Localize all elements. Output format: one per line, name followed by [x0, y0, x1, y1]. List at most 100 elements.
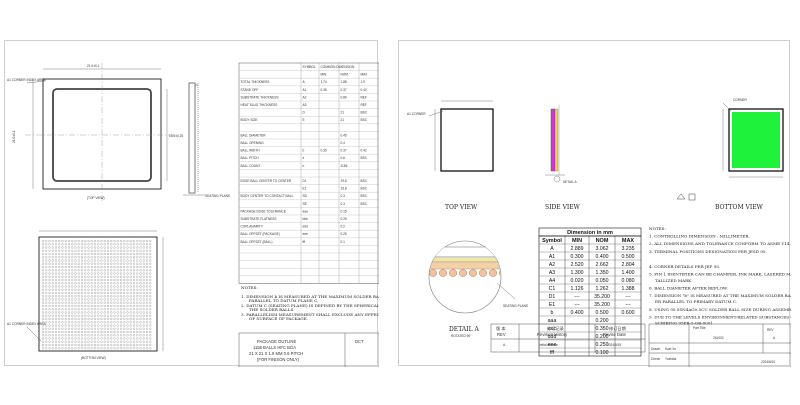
spec-cell: eee: [303, 232, 309, 236]
dim-top-text: 21.0±0.1: [87, 64, 100, 68]
dim-table-cell: 0.050: [596, 278, 609, 284]
dim-table-cell: fff: [550, 350, 555, 356]
bottom-view: CORNER BOTTOM VIEW: [676, 98, 784, 211]
dim-table-cell: b: [551, 310, 554, 316]
a1-corner-top-callout: A1 CORNER INDEX AREA: [7, 78, 46, 82]
hist-value: Initial release: [539, 343, 558, 347]
package-top-view: 21.0±0.1 15.5±0.25 A1 CORNER INDEX AREA …: [7, 63, 183, 201]
date-cn: 修订日期: [609, 325, 626, 332]
spec-cell: 0.2: [341, 225, 346, 229]
hist-cn: 修订记录: [547, 325, 564, 332]
right-drawing-sheet: A1 CORNER TOP VIEW DETAIL A SIDE VIEW CO…: [398, 40, 791, 367]
spec-cell: MAX: [361, 73, 369, 77]
dim-table-cell: A3: [549, 270, 555, 276]
spec-cell: BSC: [361, 194, 368, 198]
spec-cell: A2: [303, 95, 307, 99]
dim-table-cell: ---: [574, 302, 579, 308]
dim-table-cell: aaa: [548, 318, 557, 324]
drawn-by: Kuei Xu: [665, 347, 676, 351]
ball-grid: [41, 239, 152, 350]
spec-cell: 0.37: [341, 88, 347, 92]
spec-cell: BALL OFFSET (BALL): [241, 240, 273, 244]
dim-table-cell: 0.100: [596, 350, 609, 356]
right-note-line: 5. PIN 1 IDENTIFIER CAN BE CHAMFER, INK …: [649, 272, 791, 277]
hist-en: Revision History: [537, 332, 568, 337]
spec-cell: fff: [303, 240, 306, 244]
a1-corner-bottom-callout: A1 CORNER INDEX AREA: [7, 322, 46, 326]
left-title-block: PACKAGE OUTLINE 1156 BALLS HFC BGA 21 X …: [238, 332, 379, 367]
right-note-line: 3. TERMINAL POSITIONS DESIGNATION PER JE…: [649, 249, 767, 254]
dim-table-cell: 0.500: [622, 254, 635, 260]
dim-table-cell: 0.080: [622, 278, 635, 284]
dim-table-cell: 2.662: [596, 262, 609, 268]
spec-cell: 1.9: [361, 80, 366, 84]
spec-cell: SYMBOL: [303, 65, 317, 69]
spec-cell: MIN: [321, 73, 328, 77]
left-notes: NOTES:1. DIMENSION b IS MEASURED AT THE …: [241, 285, 379, 321]
left-note-line: 3. PARALLELISM MEASUREMENT SHALL EXCLUDE…: [241, 312, 379, 317]
side-view-heat-slug: [550, 108, 556, 172]
spec-cell: BALL OPENING: [241, 141, 265, 145]
dim-table-cell: eee: [548, 342, 557, 348]
drawn-label: Drawn: [651, 347, 660, 351]
spec-cell: HEAT SLUG THICKNESS: [241, 103, 278, 107]
spec-cell: TOTAL THICKNESS: [241, 80, 270, 84]
dim-table-cell: 0.400: [596, 254, 609, 260]
spec-cell: 0.3: [341, 202, 346, 206]
top-view-title: TOP VIEW: [445, 204, 478, 211]
dim-table-cell: 1.262: [596, 286, 609, 292]
dim-table-cell: 0.200: [596, 334, 609, 340]
dim-table-cell: 3.235: [622, 246, 635, 252]
spec-cell: STAND OFF: [241, 88, 259, 92]
right-note-line: 7. DIMENSION "b" IS MEASURED AT THE MAXI…: [649, 293, 791, 298]
side-view-substrate: [554, 108, 559, 172]
dim-table-cell: 0.020: [571, 278, 584, 284]
spec-cell: PACKAGE EDGE TOLERANCE: [241, 209, 286, 213]
spec-cell: 21: [341, 111, 345, 115]
bottom-outline: [38, 236, 158, 352]
left-note-line-cont: THE SOLDER BALLS.: [249, 307, 295, 312]
dim-table-cell: A2: [549, 262, 555, 268]
spec-cell: 0.6: [341, 156, 346, 160]
dim-table-cell: ccc: [548, 326, 556, 332]
spec-cell: bbb: [303, 217, 309, 221]
detail-a: SEATING PLANE DETAIL A ROTATED 90°: [428, 240, 528, 338]
dim-table-cell: ---: [625, 302, 630, 308]
dim-table-cell: ---: [574, 294, 579, 300]
spec-cell: REF: [361, 95, 367, 99]
dim-table-cell: 0.250: [596, 342, 609, 348]
spec-cell: 1156: [341, 164, 348, 168]
bottom-view-title: BOTTOM VIEW: [715, 204, 764, 211]
spec-cell: BALL COUNT: [241, 164, 261, 168]
right-note-line: 2. ALL DIMENSIONS AND TOLERANCE CONFORM …: [649, 241, 791, 246]
dim-table-cell: C1: [549, 286, 556, 292]
dim-table-cell: ---: [625, 294, 630, 300]
spec-cell: BSC: [361, 118, 368, 122]
spec-cell: BSC: [361, 156, 368, 160]
dim-table-cell: 2.889: [571, 246, 584, 252]
spec-cell: b: [303, 149, 305, 153]
dim-table-cell: A1: [549, 254, 555, 260]
spec-cell: 0.42: [361, 149, 367, 153]
spec-cell: BALL PITCH: [241, 156, 260, 160]
spec-cell: 0.37: [341, 149, 347, 153]
doc-code: DCT: [355, 339, 364, 344]
spec-cell: 0.89: [341, 95, 347, 99]
spec-cell: 0.42: [361, 88, 367, 92]
spec-cell: BSC: [361, 202, 368, 206]
spec-cell: e: [303, 156, 305, 160]
dim-table-header: MIN: [572, 238, 582, 244]
check-label: Check: [651, 357, 660, 361]
dim-table-cell: ddd: [548, 334, 557, 340]
seating-plane-callout: SEATING PLANE: [503, 304, 528, 308]
detail-a-ref: DETAIL A: [563, 180, 578, 184]
dim-table-header: NOM: [596, 238, 609, 244]
right-note-line: NOTES:: [649, 226, 666, 231]
right-note-line: TALLIZED MARK.: [655, 278, 693, 283]
dim-table-cell: 0.350: [596, 326, 609, 332]
dim-table-cell: 0.300: [571, 254, 584, 260]
top-view-outline: [440, 108, 494, 172]
side-view: DETAIL A SIDE VIEW: [545, 105, 581, 211]
title-label: Part Title: [693, 326, 706, 330]
dim-table-cell: A4: [549, 278, 555, 284]
